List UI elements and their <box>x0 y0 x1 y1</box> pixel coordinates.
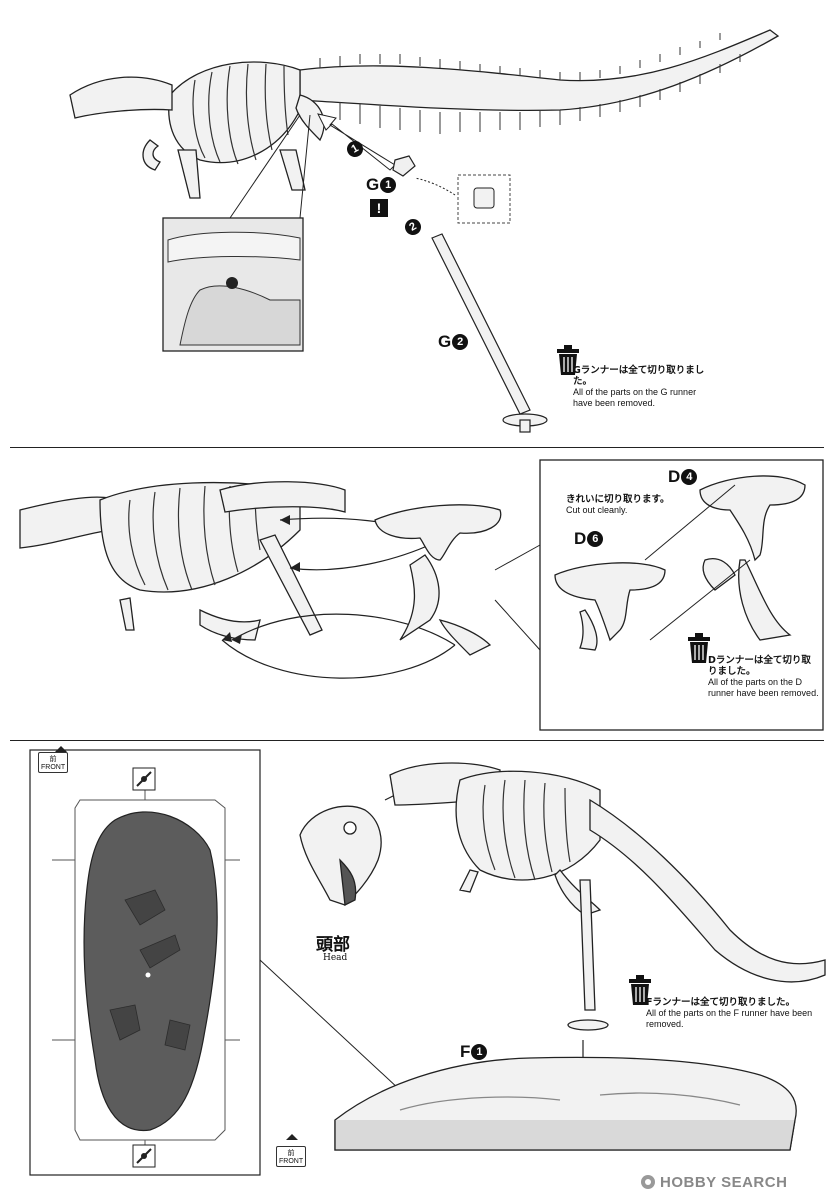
runner-note-d: Dランナーは全て切り取りました。 All of the parts on the… <box>708 655 820 699</box>
gate-icon-top <box>132 767 156 791</box>
rock-base-top-view <box>83 811 218 1131</box>
section-divider-2 <box>10 740 824 741</box>
hobby-search-logo-icon <box>641 1175 655 1189</box>
runner-note-f-en: All of the parts on the F runner have be… <box>646 1008 813 1029</box>
skull-part <box>299 805 382 906</box>
caution-icon: ! <box>370 199 388 217</box>
front-badge-bottom-jp: 前 <box>287 1150 295 1157</box>
cut-cleanly-note: きれいに切り取ります。 Cut out cleanly. <box>566 494 676 516</box>
display-base-f1 <box>334 1056 797 1151</box>
step-number-1: 1 <box>344 138 366 160</box>
gate-icon-bottom <box>132 1144 156 1168</box>
front-badge-top: 前 FRONT <box>38 752 69 773</box>
front-badge-bottom: 前 FRONT <box>276 1146 307 1167</box>
runner-note-f-jp: Fランナーは全て切り取りました。 <box>646 997 795 1008</box>
runner-note-g-en: All of the parts on the G runner have be… <box>573 387 697 408</box>
trash-icon-f <box>629 975 651 1005</box>
step-number-2: 2 <box>402 216 424 238</box>
trash-icon-d <box>688 633 710 663</box>
cut-cleanly-en: Cut out cleanly. <box>566 505 628 515</box>
trash-icon-g <box>557 345 579 375</box>
skeleton-step1 <box>69 29 780 199</box>
skeleton-step2 <box>19 481 346 641</box>
runner-note-g: Gランナーは全て切り取りました。 All of the parts on the… <box>573 365 713 409</box>
head-label-jp: 頭部 <box>316 935 350 955</box>
front-badge-top-jp: 前 <box>49 756 57 763</box>
runner-note-f: Fランナーは全て切り取りました。 All of the parts on the… <box>646 997 831 1030</box>
front-badge-top-en: FRONT <box>41 764 66 771</box>
section-divider-1 <box>10 447 824 448</box>
runner-note-g-jp: Gランナーは全て切り取りました。 <box>573 365 705 387</box>
watermark: HOBBY SEARCH <box>660 1174 788 1191</box>
cut-cleanly-jp: きれいに切り取ります。 <box>566 494 670 505</box>
front-badge-bottom-en: FRONT <box>279 1158 304 1165</box>
runner-note-d-en: All of the parts on the D runner have be… <box>708 677 819 698</box>
runner-note-d-jp: Dランナーは全て切り取りました。 <box>708 655 811 677</box>
head-label-en: Head <box>323 953 348 963</box>
detail-inset <box>162 114 311 352</box>
